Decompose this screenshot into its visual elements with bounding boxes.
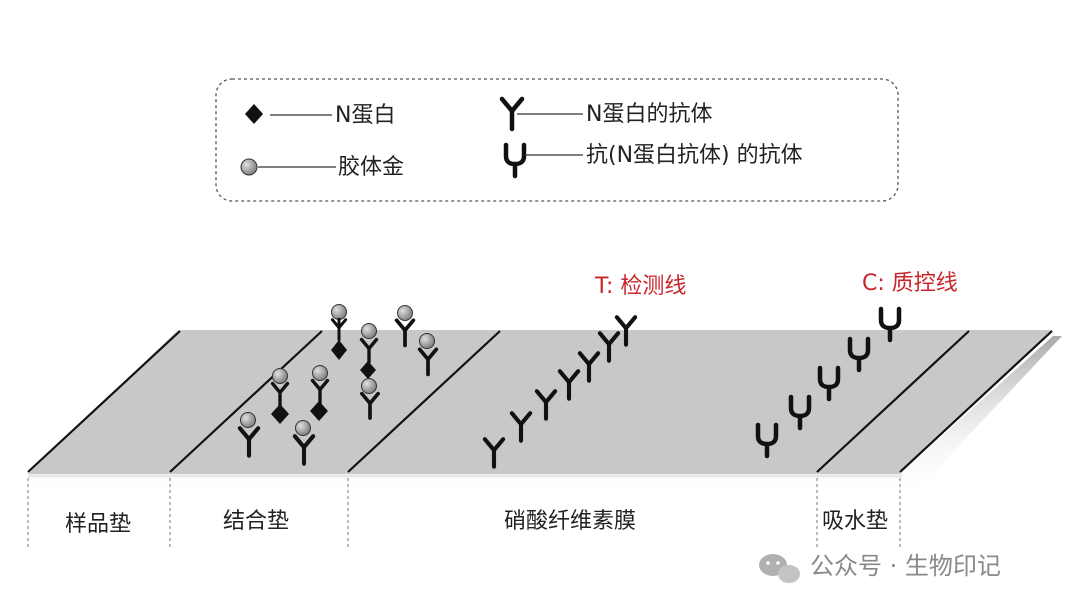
diamond-icon xyxy=(310,401,328,421)
conjugate-pad-particles xyxy=(240,304,439,464)
diamond-icon xyxy=(271,404,289,424)
pad-divider xyxy=(347,330,501,473)
gold-particle-icon xyxy=(240,412,256,428)
zone-sample-pad: 样品垫 xyxy=(65,512,131,537)
legend-n-protein: N蛋白 xyxy=(335,103,395,128)
gold-particle-icon xyxy=(272,368,288,384)
control-line-label: C: 质控线 xyxy=(862,271,958,296)
zone-absorbent-pad: 吸水垫 xyxy=(822,509,888,534)
gold-particle-icon xyxy=(240,158,258,176)
test-line-label: T: 检测线 xyxy=(594,274,686,299)
legend-anti-antibody: 抗(N蛋白抗体) 的抗体 xyxy=(586,143,803,168)
zone-membrane: 硝酸纤维素膜 xyxy=(504,509,636,534)
gold-particle-icon xyxy=(295,420,311,436)
strip-shadow xyxy=(28,336,1062,500)
diamond-icon xyxy=(331,340,347,360)
legend-box xyxy=(215,78,899,202)
gold-particle-icon xyxy=(419,333,435,349)
strip-top xyxy=(28,330,1053,474)
gold-particle-icon xyxy=(312,365,328,381)
gold-particle-icon xyxy=(331,304,347,320)
pad-divider xyxy=(169,330,323,473)
gold-particle-icon xyxy=(361,323,377,339)
gold-particle-icon xyxy=(397,305,413,321)
zone-conjugate-pad: 结合垫 xyxy=(223,509,289,534)
wechat-icon xyxy=(759,554,800,583)
gold-particle-icon xyxy=(361,378,377,394)
watermark-text: 公众号 · 生物印记 xyxy=(810,552,1001,580)
pad-divider xyxy=(899,330,1053,473)
legend-antibody-n: N蛋白的抗体 xyxy=(586,102,712,127)
diamond-icon xyxy=(360,361,376,379)
pad-divider xyxy=(816,330,970,473)
legend-colloidal-gold: 胶体金 xyxy=(338,155,404,180)
diamond-icon xyxy=(245,104,263,124)
pad-divider xyxy=(27,330,181,473)
